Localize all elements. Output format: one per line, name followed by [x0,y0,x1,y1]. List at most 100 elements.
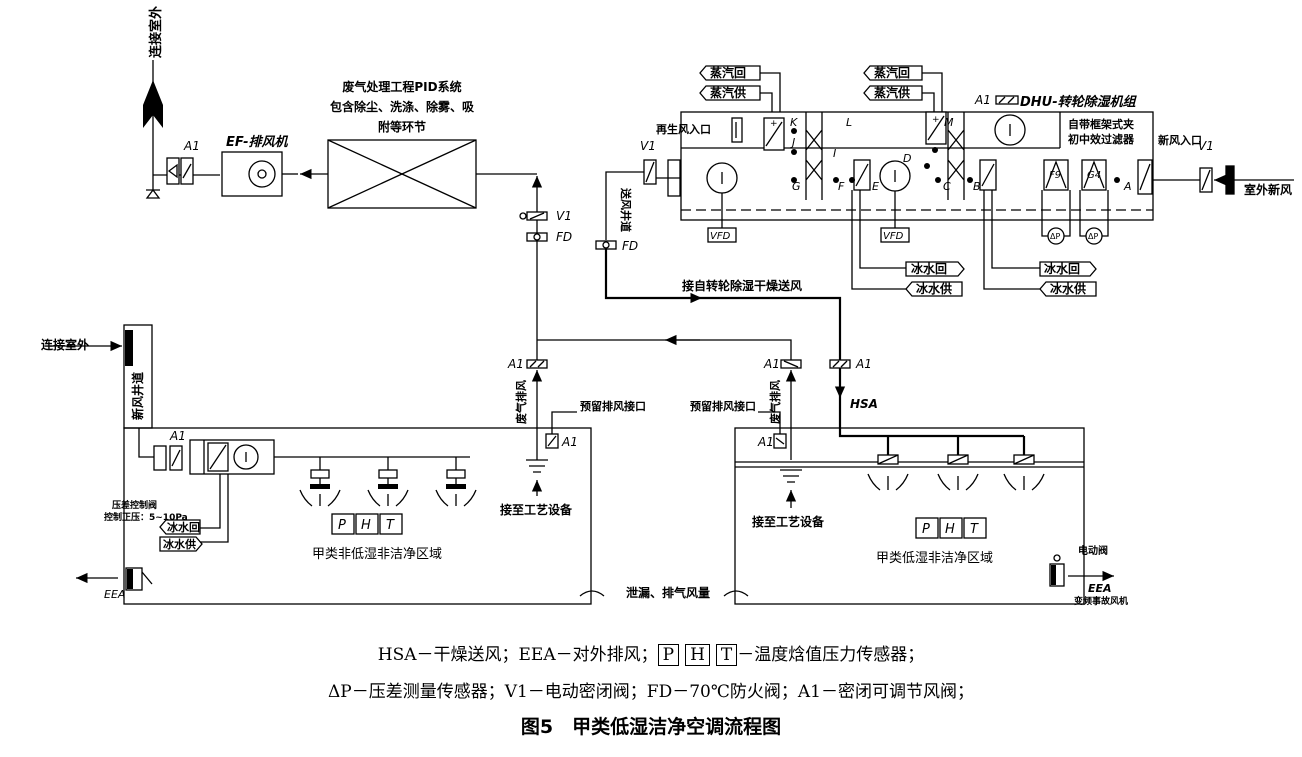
steam-tags: 蒸汽回 蒸汽供 蒸汽回 蒸汽供 [699,65,943,120]
left-diffusers [299,457,477,507]
eea-right: EEA [1088,582,1112,595]
pht-t-right: T [970,522,979,537]
fresh-inlet-label: 新风入口 [1158,133,1202,147]
eea-left: EEA [104,588,125,601]
filter-note-1: 自带框架式夹 [1068,117,1134,131]
fd-damper-center: FD [526,230,572,244]
motor-valve-label: 电动阀 [1078,544,1108,557]
leak-exhaust-label: 泄漏、排气风量 [626,585,710,600]
dhu-unit: + + K J M [667,111,1154,221]
filter-f9: F9 [1049,170,1061,181]
svg-text:+: + [932,115,940,125]
right-diffusers [867,436,1045,491]
point-b: B [973,180,981,193]
a1-right-exhaust: A1 [763,357,780,371]
regen-inlet-label: 再生风入口 [656,122,711,136]
damper-a1-top-left: A1 [166,139,200,185]
outdoor-exhaust-stack: 连接室外 [143,6,164,199]
dhu-supply-v1: V1 送风井道 FD [595,139,681,253]
a1-left-ahu-label: A1 [169,429,186,443]
right-a1-dampers: A1 A1 HSA 废气排风 预留排风接口 A1 接至工艺设备 [690,357,1024,529]
a1-reserve-right: A1 [757,435,774,449]
pressure-valve-label-1: 压差控制阀 [112,499,157,511]
point-f: F [838,180,845,193]
left-room [123,427,592,605]
point-d: D [903,152,911,165]
v1-damper-center: V1 [519,209,572,223]
pht-p-right: P [922,522,930,537]
pressure-valve-label-2: 控制正压：5~10Pa [104,511,188,523]
zone-left-label: 甲类非低湿非洁净区域 [312,547,442,562]
fd-label: FD [556,230,572,244]
to-equipment-right: 接至工艺设备 [752,514,825,529]
exhaust-label-right: 废气排风 [768,380,782,424]
steam-return-label-2: 蒸汽回 [874,65,910,80]
dp-label-1: ΔP [1050,232,1060,241]
a1-label: A1 [183,139,200,153]
figure-caption: 图5 甲类低湿洁净空调流程图 [520,716,782,738]
chw-return-1: 冰水回 [911,261,947,276]
filter-note-2: 初中效过滤器 [1068,132,1135,146]
fresh-shaft: 连接室外 新风井道 [41,324,153,429]
steam-return-label-1: 蒸汽回 [710,65,746,80]
right-room [734,427,1085,605]
legend-line-2: ΔP－压差测量传感器；V1－电动密闭阀；FD－70℃防火阀；A1－密闭可调节风阀… [328,682,974,702]
legend-box-t: T [715,644,738,666]
filter-g4: G4 [1087,170,1101,181]
a1-reserve-left: A1 [561,435,578,449]
steam-supply-label-2: 蒸汽供 [874,85,910,100]
connect-outdoor-top-label: 连接室外 [148,6,164,58]
to-equipment-left: 接至工艺设备 [500,502,573,517]
pht-h-right: H [945,522,955,537]
connect-outdoor-left: 连接室外 [41,337,89,352]
chw-supply-left: 冰水供 [163,537,196,551]
exhaust-riser: A1 废气排风 A1 预留排风接口 接至工艺设备 [500,357,646,517]
pht-h-left: H [361,518,371,533]
chw-supply-1: 冰水供 [916,281,952,296]
left-ahu: A1 冰水回 冰水供 [153,429,470,552]
chw-return-left: 冰水回 [167,520,200,534]
supply-ductwell-label: 送风井道 [619,187,633,232]
ef-fan-label: EF-排风机 [226,134,289,150]
steam-supply-label-1: 蒸汽供 [710,85,746,100]
point-l: L [846,116,852,129]
waste-title-2: 包含除尘、洗涤、除雾、吸 [329,99,475,114]
point-a: A [1123,180,1132,193]
a1-riser-label: A1 [507,357,524,371]
pht-p-left: P [338,518,346,533]
dry-supply-label: 接自转轮除湿干燥送风 [682,278,802,293]
point-j: J [790,136,795,149]
reserve-port-right: 预留排风接口 [690,399,756,413]
hvac-flow-diagram: 连接室外 A1 EF-排风机 废气处理工程PID系统 包含除尘、洗涤、除雾、吸 … [41,6,1294,607]
v1-label: V1 [556,209,572,223]
hsa-label: HSA [850,397,878,411]
pressure-control-valve: 压差控制阀 控制正压：5~10Pa EEA [76,499,188,601]
dp-label-2: ΔP [1088,232,1098,241]
svg-text:+: + [770,119,778,129]
legend-line-1b: －温度焓值压力传感器； [737,645,925,665]
a1-right-supply: A1 [855,357,872,371]
waste-title-1: 废气处理工程PID系统 [342,79,461,94]
dhu-title: DHU-转轮除湿机组 [1020,94,1138,110]
pht-sensor-left: P H T 甲类非低湿非洁净区域 [312,513,442,562]
point-i: I [833,147,836,160]
legend-box-p: P [657,644,680,666]
point-g: G [792,180,801,193]
fd-dhu-label: FD [622,239,638,253]
chw-lines: 冰水回 冰水供 冰水回 冰水供 [851,190,1097,297]
waste-title-3: 附等环节 [378,119,426,134]
v1-dhu-label: V1 [640,139,656,153]
dp-sensors: ΔP ΔP [1041,190,1109,245]
fresh-shaft-label: 新风井道 [130,372,145,420]
v1-fresh-label: V1 [1198,139,1214,153]
exhaust-label: 废气排风 [514,380,528,424]
regen-inlet: 再生风入口 [656,117,743,143]
chw-return-2: 冰水回 [1044,261,1080,276]
reserve-port-left: 预留排风接口 [580,399,646,413]
vfd-tags: VFD VFD [707,191,910,243]
point-e: E [872,180,879,193]
a1-dhu-label: A1 [974,93,991,107]
point-m: M [944,116,954,129]
chw-supply-2: 冰水供 [1050,281,1086,296]
